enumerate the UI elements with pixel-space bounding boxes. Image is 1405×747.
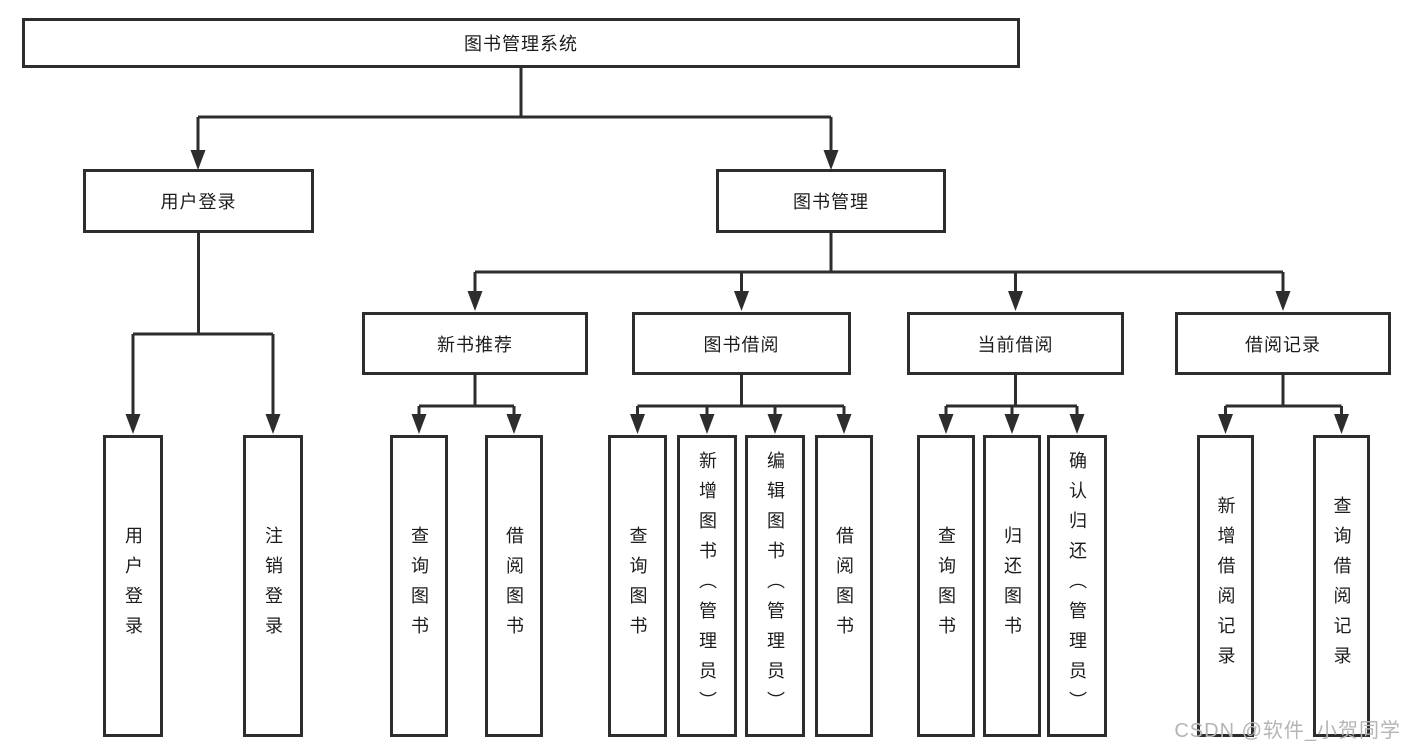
leaf-logout-label: 注销登录 xyxy=(263,526,283,646)
leaf-recommend-borrow-books: 借阅图书 xyxy=(485,435,543,737)
leaf-borrow-query-books-label: 查询图书 xyxy=(627,526,648,646)
node-library-management-system-label: 图书管理系统 xyxy=(464,34,578,54)
leaf-edit-books-admin-label: 编辑图书（管理员） xyxy=(765,451,785,721)
leaf-current-query-books: 查询图书 xyxy=(917,435,975,737)
leaf-borrow-borrow-books: 借阅图书 xyxy=(815,435,873,737)
node-book-management: 图书管理 xyxy=(716,169,946,233)
leaf-recommend-query-books-label: 查询图书 xyxy=(409,526,429,646)
leaf-confirm-return-admin-label: 确认归还（管理员） xyxy=(1067,451,1087,721)
leaf-confirm-return-admin: 确认归还（管理员） xyxy=(1047,435,1107,737)
leaf-current-query-books-label: 查询图书 xyxy=(936,526,956,646)
leaf-add-books-admin-label: 新增图书（管理员） xyxy=(697,451,717,721)
leaf-edit-books-admin: 编辑图书（管理员） xyxy=(745,435,805,737)
node-book-borrow: 图书借阅 xyxy=(632,312,851,375)
leaf-recommend-query-books: 查询图书 xyxy=(390,435,448,737)
leaf-recommend-borrow-books-label: 借阅图书 xyxy=(504,526,524,646)
node-current-borrow-label: 当前借阅 xyxy=(977,334,1054,355)
leaf-logout: 注销登录 xyxy=(243,435,303,737)
leaf-query-borrow-record-label: 查询借阅记录 xyxy=(1331,496,1352,676)
leaf-user-login-label: 用户登录 xyxy=(123,526,143,646)
leaf-borrow-query-books: 查询图书 xyxy=(608,435,667,737)
watermark: CSDN @软件_小贺同学 xyxy=(1174,720,1401,742)
node-new-book-recommend-label: 新书推荐 xyxy=(437,334,513,355)
leaf-user-login: 用户登录 xyxy=(103,435,163,737)
node-library-management-system: 图书管理系统 xyxy=(22,18,1020,68)
leaf-return-books-label: 归还图书 xyxy=(1002,526,1022,646)
leaf-query-borrow-record: 查询借阅记录 xyxy=(1313,435,1370,737)
node-user-login-label: 用户登录 xyxy=(160,192,237,212)
leaf-return-books: 归还图书 xyxy=(983,435,1041,737)
node-user-login: 用户登录 xyxy=(83,169,314,233)
leaf-add-books-admin: 新增图书（管理员） xyxy=(677,435,737,737)
node-new-book-recommend: 新书推荐 xyxy=(362,312,588,375)
node-borrow-records-label: 借阅记录 xyxy=(1245,334,1321,355)
node-book-borrow-label: 图书借阅 xyxy=(703,334,780,355)
leaf-add-borrow-record-label: 新增借阅记录 xyxy=(1215,496,1236,676)
node-borrow-records: 借阅记录 xyxy=(1175,312,1391,375)
node-book-management-label: 图书管理 xyxy=(793,192,869,212)
leaf-add-borrow-record: 新增借阅记录 xyxy=(1197,435,1254,737)
node-current-borrow: 当前借阅 xyxy=(907,312,1124,375)
leaf-borrow-borrow-books-label: 借阅图书 xyxy=(834,526,854,646)
